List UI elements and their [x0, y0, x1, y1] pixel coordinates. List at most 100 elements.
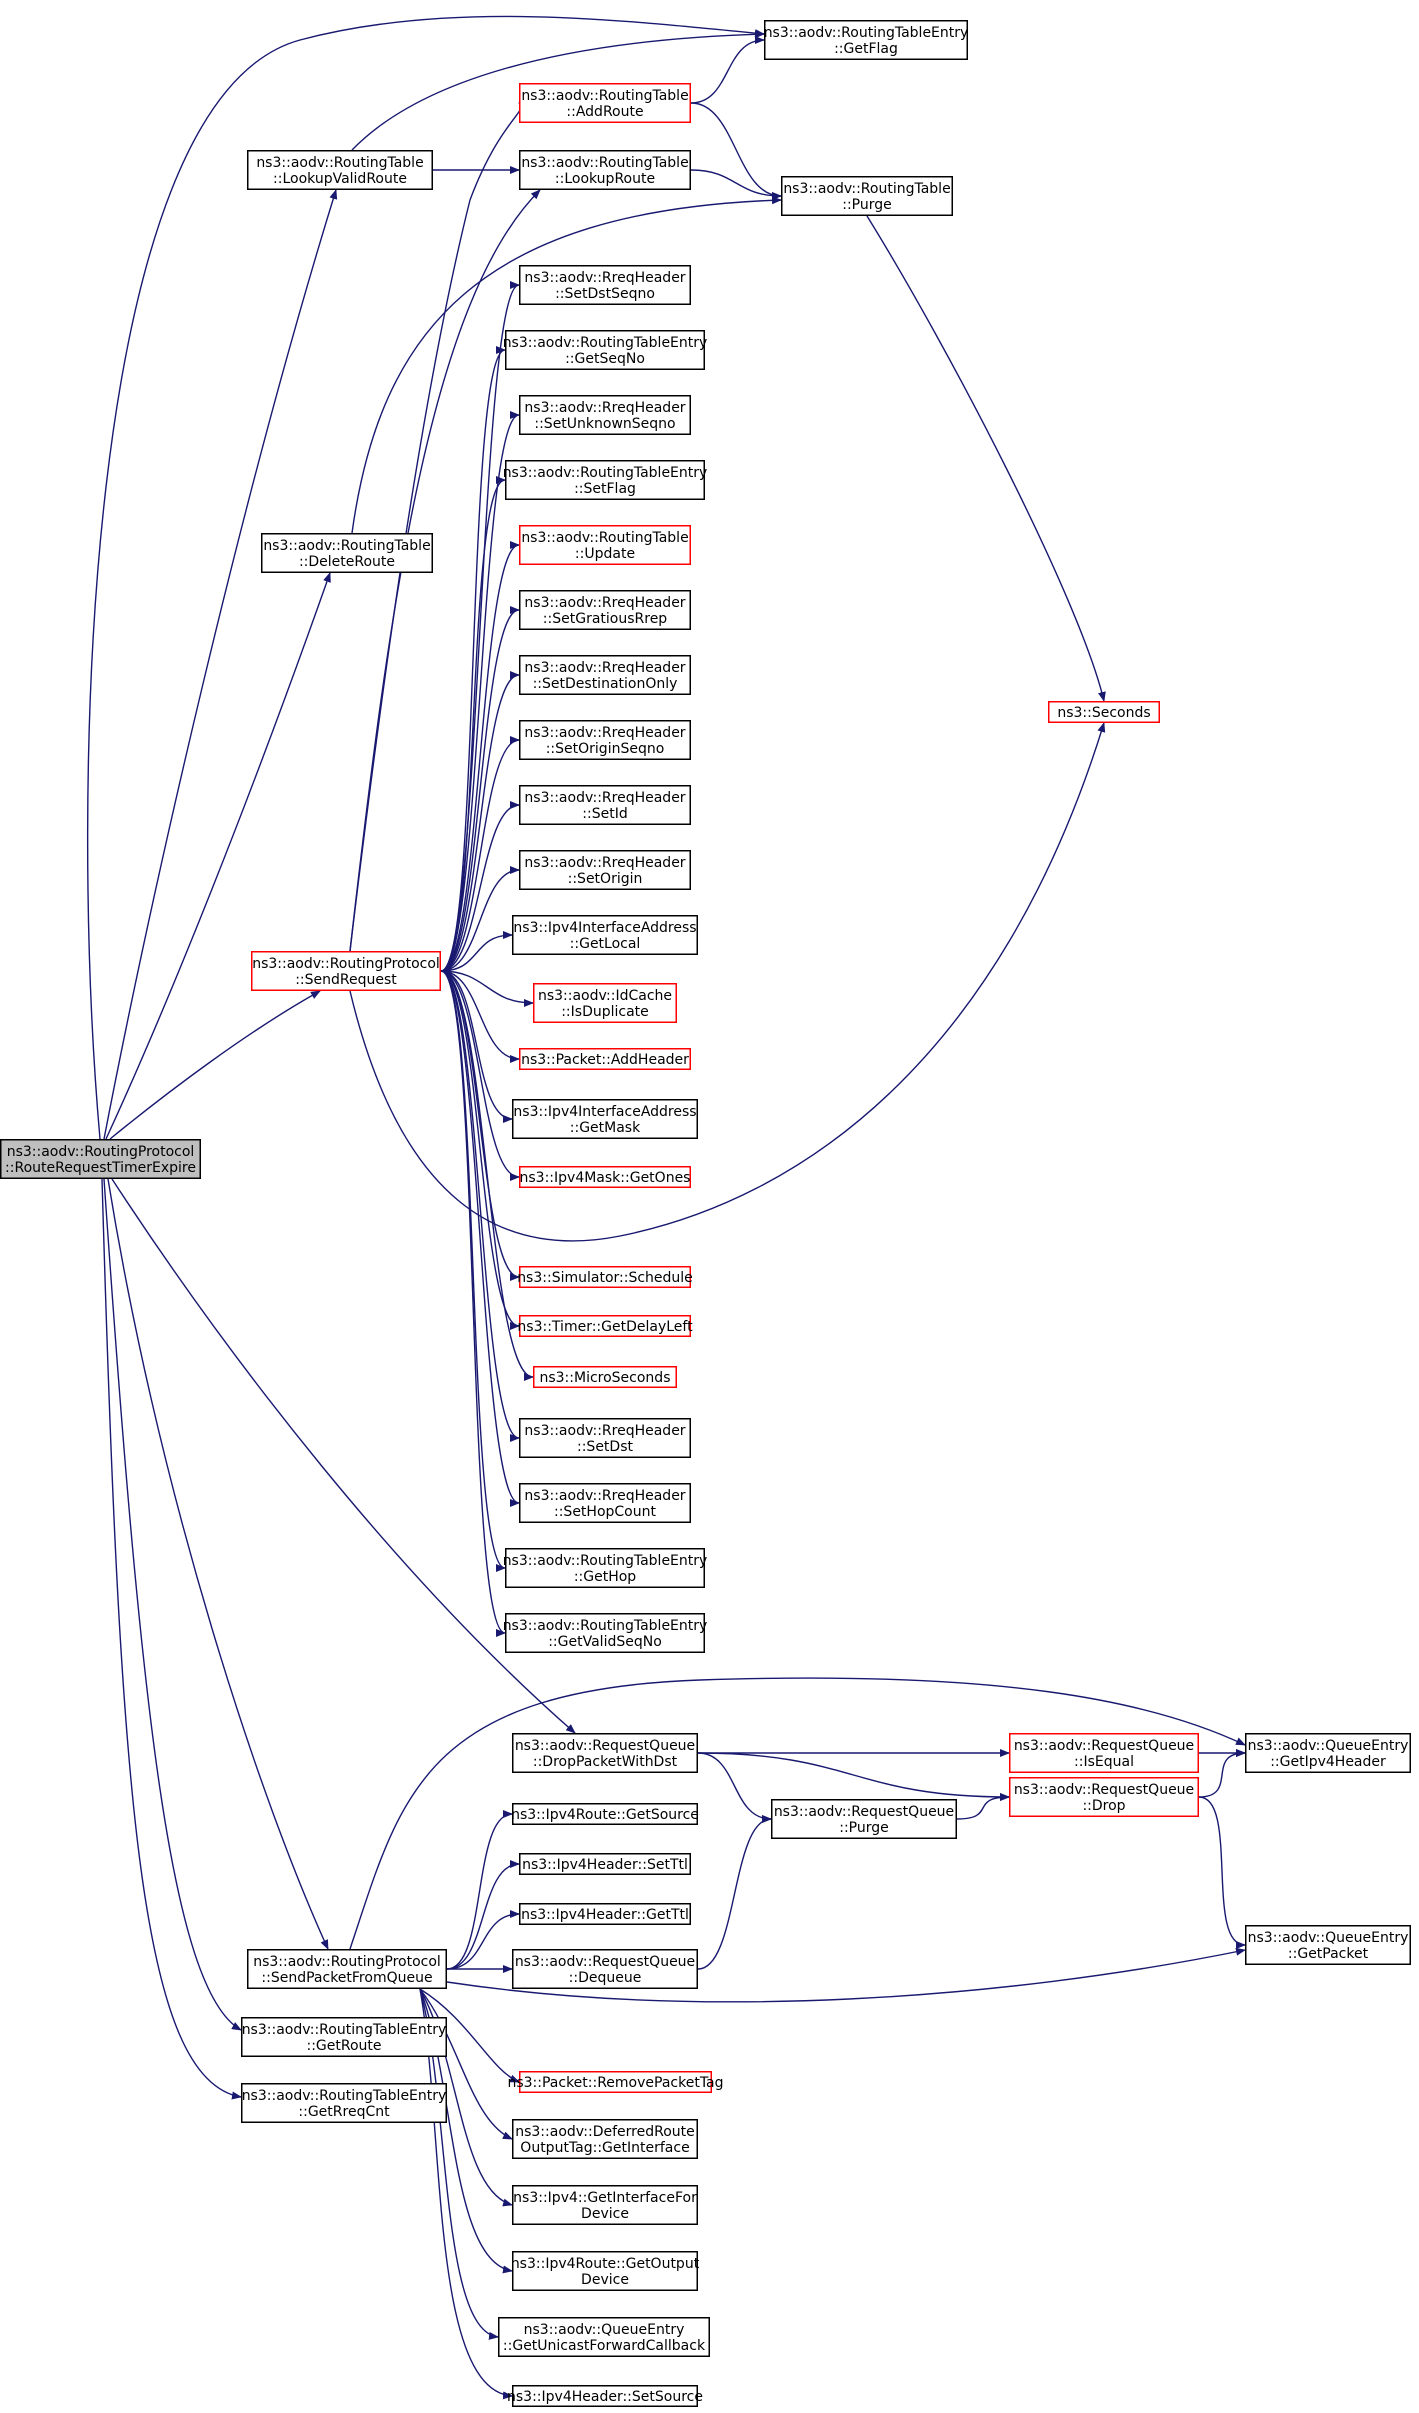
- node-droppacket[interactable]: ns3::aodv::RequestQueue::DropPacketWithD…: [512, 1733, 698, 1773]
- node-label: ns3::aodv::RreqHeader: [524, 1488, 685, 1504]
- node-box: [512, 2119, 698, 2159]
- node-drop[interactable]: ns3::aodv::RequestQueue::Drop: [1009, 1777, 1199, 1817]
- node-box: [519, 150, 691, 190]
- node-sendpacket[interactable]: ns3::aodv::RoutingProtocol::SendPacketFr…: [247, 1949, 447, 1989]
- node-purge_rt[interactable]: ns3::aodv::RoutingTable::Purge: [781, 176, 953, 216]
- node-label: OutputTag::GetInterface: [520, 2140, 689, 2156]
- node-label: ::GetRoute: [306, 2038, 381, 2054]
- node-setorigin[interactable]: ns3::aodv::RreqHeader::SetOrigin: [519, 850, 691, 890]
- node-lookuproute[interactable]: ns3::aodv::RoutingTable::LookupRoute: [519, 150, 691, 190]
- node-box: [519, 655, 691, 695]
- node-getlocal[interactable]: ns3::Ipv4InterfaceAddress::GetLocal: [512, 915, 698, 955]
- edge-line: [866, 215, 1106, 702]
- node-getdelayleft[interactable]: ns3::Timer::GetDelayLeft: [517, 1315, 693, 1337]
- edge-line: [105, 572, 331, 1140]
- node-label: ns3::aodv::RreqHeader: [524, 660, 685, 676]
- node-purge_rq[interactable]: ns3::aodv::RequestQueue::Purge: [771, 1799, 957, 1839]
- node-box: [1009, 1733, 1199, 1773]
- edge-sendrequest-to-setdestonly: [440, 671, 520, 972]
- node-setflag[interactable]: ns3::aodv::RoutingTableEntry::SetFlag: [503, 460, 708, 500]
- node-label: ::SetUnknownSeqno: [534, 416, 675, 432]
- node-getinterface[interactable]: ns3::aodv::DeferredRouteOutputTag::GetIn…: [512, 2119, 698, 2159]
- node-isequal[interactable]: ns3::aodv::RequestQueue::IsEqual: [1009, 1733, 1199, 1773]
- edge-sendrequest-to-getones: [440, 970, 520, 1181]
- node-getmask[interactable]: ns3::Ipv4InterfaceAddress::GetMask: [512, 1099, 698, 1139]
- node-setdstseqno[interactable]: ns3::aodv::RreqHeader::SetDstSeqno: [519, 265, 691, 305]
- node-label: ::Purge: [842, 197, 892, 213]
- node-setid[interactable]: ns3::aodv::RreqHeader::SetId: [519, 785, 691, 825]
- node-label: ::GetLocal: [570, 936, 641, 952]
- node-setoriginseqno[interactable]: ns3::aodv::RreqHeader::SetOriginSeqno: [519, 720, 691, 760]
- node-label: ns3::aodv::RoutingTable: [263, 538, 430, 554]
- edge-sendpacket-to-getinterface: [419, 1988, 513, 2140]
- node-label: ::SetId: [582, 806, 627, 822]
- edge-drop-to-getipv4header: [1198, 1749, 1246, 1798]
- edge-line: [349, 189, 541, 952]
- edge-sendrequest-to-setdst: [440, 970, 520, 1442]
- node-seconds[interactable]: ns3::Seconds: [1048, 701, 1160, 723]
- node-box: [0, 1139, 201, 1179]
- node-isduplicate[interactable]: ns3::aodv::IdCache::IsDuplicate: [533, 983, 677, 1023]
- edge-sendpacket-to-getipv4header: [349, 1677, 1246, 1950]
- node-setsource[interactable]: ns3::Ipv4Header::SetSource: [507, 2385, 703, 2407]
- edge-sendrequest-to-isduplicate: [440, 970, 534, 1007]
- node-getseqno[interactable]: ns3::aodv::RoutingTableEntry::GetSeqNo: [503, 330, 708, 370]
- edge-line: [446, 1910, 520, 1970]
- node-getsource[interactable]: ns3::Ipv4Route::GetSource: [511, 1803, 699, 1825]
- node-label: ::GetSeqNo: [565, 351, 645, 367]
- node-setgratious[interactable]: ns3::aodv::RreqHeader::SetGratiousRrep: [519, 590, 691, 630]
- node-getunicast[interactable]: ns3::aodv::QueueEntry::GetUnicastForward…: [498, 2317, 710, 2357]
- node-setunknown[interactable]: ns3::aodv::RreqHeader::SetUnknownSeqno: [519, 395, 691, 435]
- node-deleteroute[interactable]: ns3::aodv::RoutingTable::DeleteRoute: [261, 533, 433, 573]
- edge-line: [101, 1178, 242, 2100]
- edge-line: [349, 722, 1106, 1242]
- edge-line: [440, 970, 513, 1123]
- node-box: [1048, 701, 1160, 723]
- node-lookupvalid[interactable]: ns3::aodv::RoutingTable::LookupValidRout…: [247, 150, 433, 190]
- node-box: [498, 2317, 710, 2357]
- node-sethopcount[interactable]: ns3::aodv::RreqHeader::SetHopCount: [519, 1483, 691, 1523]
- node-setdst[interactable]: ns3::aodv::RreqHeader::SetDst: [519, 1418, 691, 1458]
- node-box: [519, 1315, 691, 1337]
- node-getroute[interactable]: ns3::aodv::RoutingTableEntry::GetRoute: [241, 2017, 447, 2057]
- node-label: ::SendRequest: [295, 972, 397, 988]
- node-root[interactable]: ns3::aodv::RoutingProtocol::RouteRequest…: [0, 1139, 201, 1179]
- node-getttl[interactable]: ns3::Ipv4Header::GetTtl: [519, 1903, 691, 1925]
- node-removetag[interactable]: ns3::Packet::RemovePacketTag: [507, 2071, 724, 2093]
- node-label: ns3::Ipv4Route::GetOutput: [511, 2256, 700, 2272]
- node-getipv4header[interactable]: ns3::aodv::QueueEntry::GetIpv4Header: [1245, 1733, 1411, 1773]
- node-label: ns3::aodv::RoutingTable: [521, 155, 688, 171]
- node-getvalidseqno[interactable]: ns3::aodv::RoutingTableEntry::GetValidSe…: [503, 1613, 708, 1653]
- node-sendrequest[interactable]: ns3::aodv::RoutingProtocol::SendRequest: [251, 951, 441, 991]
- edge-line: [440, 541, 520, 972]
- node-box: [519, 785, 691, 825]
- node-gethop[interactable]: ns3::aodv::RoutingTableEntry::GetHop: [503, 1548, 708, 1588]
- node-label: ::GetMask: [570, 1120, 641, 1136]
- edge-line: [440, 671, 520, 972]
- node-getflag[interactable]: ns3::aodv::RoutingTableEntry::GetFlag: [764, 20, 969, 60]
- node-dequeue[interactable]: ns3::aodv::RequestQueue::Dequeue: [512, 1949, 698, 1989]
- node-getones[interactable]: ns3::Ipv4Mask::GetOnes: [519, 1166, 691, 1188]
- edge-line: [446, 1947, 1246, 2003]
- edge-root-to-getroute: [103, 1178, 242, 2031]
- node-microseconds[interactable]: ns3::MicroSeconds: [533, 1366, 677, 1388]
- node-box: [519, 1903, 691, 1925]
- node-addheader[interactable]: ns3::Packet::AddHeader: [519, 1048, 691, 1070]
- node-label: ::SendPacketFromQueue: [261, 1970, 432, 1986]
- edge-sendpacket-to-getpacket: [446, 1947, 1246, 2003]
- node-getreqcnt[interactable]: ns3::aodv::RoutingTableEntry::GetRreqCnt: [241, 2083, 447, 2123]
- node-setdestonly[interactable]: ns3::aodv::RreqHeader::SetDestinationOnl…: [519, 655, 691, 695]
- nodes-layer: ns3::aodv::RoutingProtocol::RouteRequest…: [0, 20, 1411, 2407]
- node-addroute[interactable]: ns3::aodv::RoutingTable::AddRoute: [519, 83, 691, 123]
- node-label: ::GetPacket: [1288, 1946, 1369, 1962]
- node-box: [519, 83, 691, 123]
- node-label: ns3::aodv::RreqHeader: [524, 595, 685, 611]
- edge-line: [107, 1178, 329, 1950]
- node-schedule[interactable]: ns3::Simulator::Schedule: [517, 1266, 693, 1288]
- node-label: ns3::aodv::IdCache: [538, 988, 672, 1004]
- node-update[interactable]: ns3::aodv::RoutingTable::Update: [519, 525, 691, 565]
- node-setttl[interactable]: ns3::Ipv4Header::SetTtl: [519, 1853, 691, 1875]
- node-getpacket[interactable]: ns3::aodv::QueueEntry::GetPacket: [1245, 1925, 1411, 1965]
